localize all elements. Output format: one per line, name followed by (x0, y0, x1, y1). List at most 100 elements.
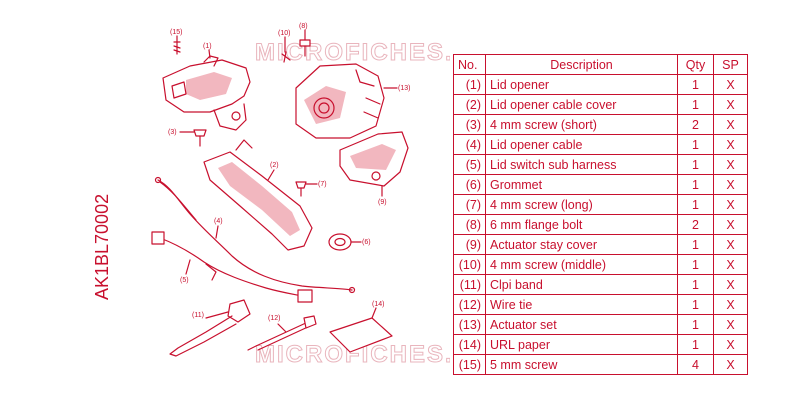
part-1-lid-opener (162, 55, 251, 131)
cell-qty: 2 (677, 114, 714, 135)
cell-no: (15) (453, 354, 486, 375)
callout-8: (8) (299, 23, 308, 30)
cell-sp: X (713, 274, 748, 295)
cell-description: 4 mm screw (short) (485, 114, 678, 135)
callout-6: (6) (362, 239, 371, 246)
callout-11: (11) (192, 312, 204, 319)
cell-description: 4 mm screw (middle) (485, 254, 678, 275)
cell-qty: 1 (677, 274, 714, 295)
cell-description: Grommet (485, 174, 678, 195)
cell-sp: X (713, 354, 748, 375)
header-description: Description (485, 54, 678, 75)
cell-description: Lid opener cable (485, 134, 678, 155)
part-6-grommet (328, 233, 352, 251)
cell-qty: 4 (677, 354, 714, 375)
cell-sp: X (713, 194, 748, 215)
cell-no: (12) (453, 294, 486, 315)
cell-no: (5) (453, 154, 486, 175)
part-7-screw (295, 181, 307, 197)
cell-sp: X (713, 334, 748, 355)
callout-3: (3) (168, 129, 177, 136)
cell-no: (10) (453, 254, 486, 275)
part-3-screw (193, 129, 207, 147)
cell-sp: X (713, 154, 748, 175)
part-12-wire-tie (247, 315, 317, 351)
cell-qty: 1 (677, 234, 714, 255)
part-5-sub-harness (151, 231, 313, 303)
cell-sp: X (713, 114, 748, 135)
cell-description: 6 mm flange bolt (485, 214, 678, 235)
callout-4: (4) (214, 218, 223, 225)
cell-no: (6) (453, 174, 486, 195)
cell-no: (1) (453, 74, 486, 95)
cell-no: (2) (453, 94, 486, 115)
cell-description: Actuator set (485, 314, 678, 335)
cell-qty: 1 (677, 174, 714, 195)
cell-sp: X (713, 314, 748, 335)
cell-description: Lid switch sub harness (485, 154, 678, 175)
callout-1: (1) (203, 43, 212, 50)
cell-qty: 1 (677, 294, 714, 315)
part-2-cable-cover (203, 139, 313, 251)
cell-qty: 1 (677, 334, 714, 355)
cell-description: URL paper (485, 334, 678, 355)
cell-sp: X (713, 234, 748, 255)
cell-qty: 2 (677, 214, 714, 235)
cell-qty: 1 (677, 154, 714, 175)
callout-7: (7) (318, 181, 327, 188)
callout-15: (15) (170, 29, 182, 36)
callout-10: (10) (278, 30, 290, 37)
cell-sp: X (713, 94, 748, 115)
cell-no: (9) (453, 234, 486, 255)
cell-sp: X (713, 174, 748, 195)
part-15-screw (173, 41, 181, 55)
cell-no: (8) (453, 214, 486, 235)
cell-qty: 1 (677, 74, 714, 95)
callout-9: (9) (378, 199, 387, 206)
cell-description: 5 mm screw (485, 354, 678, 375)
table-header-row: No. Description Qty SP (453, 54, 748, 75)
cell-no: (3) (453, 114, 486, 135)
cell-description: Lid opener cable cover (485, 94, 678, 115)
header-sp: SP (713, 54, 748, 75)
part-11-clip-band (169, 299, 251, 357)
part-13-actuator-set (295, 63, 385, 139)
cell-sp: X (713, 294, 748, 315)
cell-sp: X (713, 214, 748, 235)
diagram-code: AK1BL70002 (92, 193, 112, 300)
cell-qty: 1 (677, 94, 714, 115)
cell-qty: 1 (677, 134, 714, 155)
cell-description: Actuator stay cover (485, 234, 678, 255)
callout-5: (5) (180, 277, 189, 284)
cell-sp: X (713, 74, 748, 95)
watermark-top: MICROFICHES.NET (255, 39, 450, 66)
part-10-screw (281, 51, 291, 63)
header-no: No. (453, 54, 486, 75)
cell-description: Wire tie (485, 294, 678, 315)
cell-no: (14) (453, 334, 486, 355)
cell-description: Clpi band (485, 274, 678, 295)
cell-no: (11) (453, 274, 486, 295)
callout-13: (13) (398, 85, 410, 92)
cell-no: (7) (453, 194, 486, 215)
callout-14: (14) (372, 301, 384, 308)
cell-qty: 1 (677, 194, 714, 215)
cell-qty: 1 (677, 314, 714, 335)
cell-no: (4) (453, 134, 486, 155)
